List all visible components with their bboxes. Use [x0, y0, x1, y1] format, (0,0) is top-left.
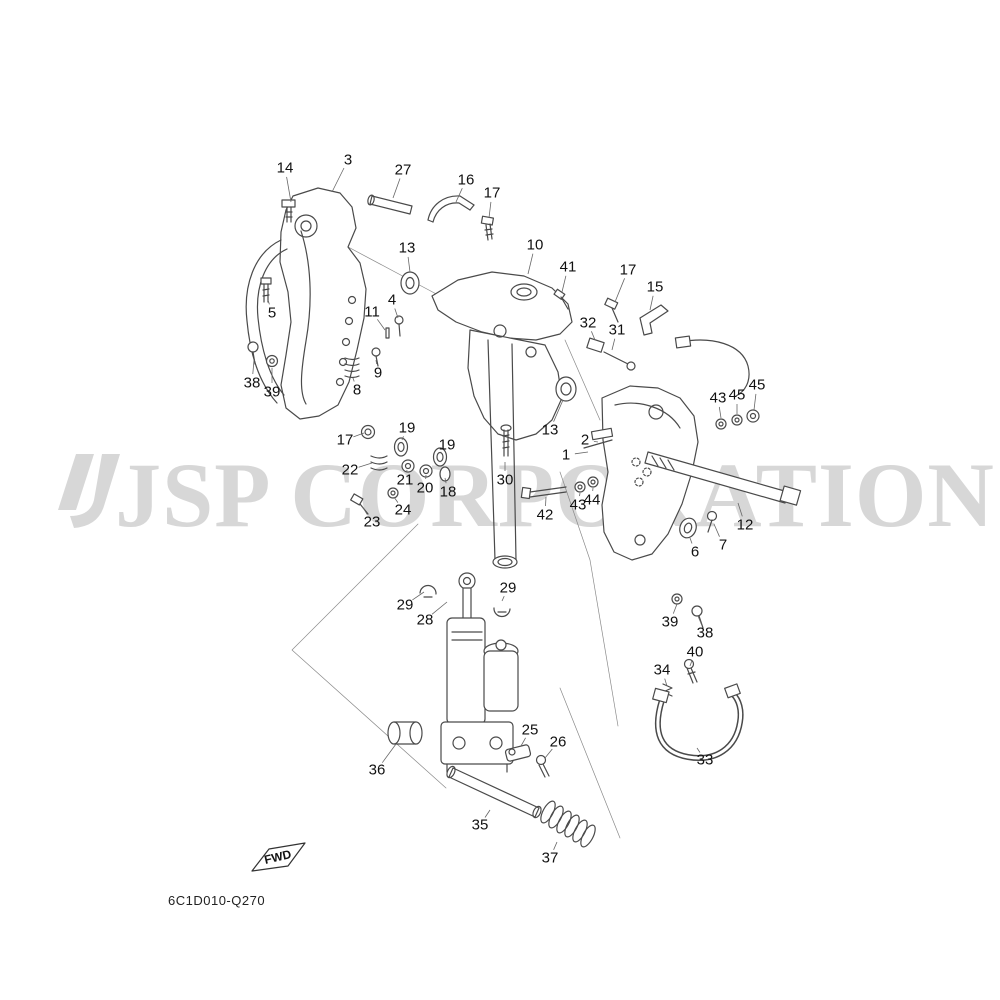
- part-number-label: 15: [646, 278, 664, 296]
- pin-11-art: [385, 327, 390, 339]
- bolt-26-art: [535, 754, 547, 766]
- part-number-label: 26: [549, 733, 567, 751]
- part-number-label: 4: [387, 291, 397, 309]
- part-number-label: 13: [541, 421, 559, 439]
- part-number-label: 5: [267, 304, 277, 322]
- part-number-label: 19: [398, 419, 416, 437]
- part-number-label: 39: [661, 613, 679, 631]
- cable-art: [679, 339, 750, 397]
- part-number-label: 38: [243, 374, 261, 392]
- trim-cylinder-art: [387, 572, 744, 848]
- part-number-label: 25: [521, 721, 539, 739]
- bolt-5-art: [260, 277, 272, 285]
- spring-37-art: [540, 800, 596, 848]
- bushing-13-art: [400, 271, 420, 295]
- part-number-label: 43: [709, 389, 727, 407]
- part-number-label: 29: [499, 579, 517, 597]
- pin-27-art: [369, 195, 413, 215]
- part-number-label: 8: [352, 381, 362, 399]
- clip-29b-art: [493, 607, 511, 618]
- part-number-label: 40: [686, 643, 704, 661]
- part-number-label: 35: [471, 816, 489, 834]
- washer-39-art: [265, 354, 279, 368]
- washer-17c-art: [360, 424, 376, 440]
- top-fasteners-art: [247, 194, 495, 379]
- lever-15-art: [639, 304, 669, 336]
- part-number-label: 33: [696, 751, 714, 769]
- bolt-38b-art: [691, 605, 703, 617]
- part-number-label: 37: [541, 849, 559, 867]
- bolt-4-art: [394, 315, 404, 325]
- rod-35-art: [448, 767, 540, 818]
- part-number-label: 9: [373, 364, 383, 382]
- part-number-label: 29: [396, 596, 414, 614]
- bolt-30-art: [500, 424, 512, 432]
- tool-16-art: [427, 195, 475, 221]
- part-number-label: 28: [416, 611, 434, 629]
- part-number-label: 13: [398, 239, 416, 257]
- part-number-label: 10: [526, 236, 544, 254]
- left-clamp-bracket-art: [245, 187, 367, 420]
- part-number-label: 45: [748, 376, 766, 394]
- part-number-label: 31: [608, 321, 626, 339]
- bushing-36-art: [387, 721, 401, 745]
- part-number-label: 41: [559, 258, 577, 276]
- clip-29-art: [419, 584, 437, 595]
- part-number-label: 45: [728, 386, 746, 404]
- washer-45b-art: [746, 409, 760, 423]
- bushing-13b-art: [555, 376, 577, 402]
- rod-31-art: [603, 351, 629, 365]
- bolt-40-art: [683, 658, 695, 670]
- part-number-label: 39: [263, 383, 281, 401]
- part-number-label: 36: [368, 761, 386, 779]
- part-number-label: 16: [457, 171, 475, 189]
- washer-43-art: [715, 418, 727, 430]
- spring-8-art: [344, 357, 360, 379]
- part-number-label: 32: [579, 314, 597, 332]
- bolt-41-art: [553, 288, 566, 300]
- bolt-17b-art: [604, 297, 619, 310]
- piston-rod-art: [462, 587, 472, 621]
- part-number-label: 27: [394, 161, 412, 179]
- clamp-32-art: [586, 337, 605, 353]
- bolt-9-art: [371, 347, 381, 357]
- watermark-logo-icon: [58, 454, 120, 528]
- part-number-label: 34: [653, 661, 671, 679]
- bolt-14-art: [281, 199, 296, 208]
- part-number-label: 17: [619, 261, 637, 279]
- bolt-17-art: [480, 215, 495, 226]
- washer-39b-art: [671, 593, 683, 605]
- hose-33-art: [654, 691, 744, 761]
- reservoir-art: [440, 721, 514, 765]
- bolt-38-art: [247, 341, 259, 353]
- washer-45-art: [731, 414, 743, 426]
- diagram-code: 6C1D010-Q270: [168, 893, 266, 908]
- part-number-label: 3: [343, 151, 353, 169]
- cylinder-body-art: [446, 617, 486, 725]
- part-number-label: 38: [696, 624, 714, 642]
- motor-body-art: [483, 650, 519, 712]
- fwd-marker: FWD: [251, 842, 306, 872]
- upper-right-parts-art: [586, 297, 750, 397]
- clip-34-art: [662, 683, 673, 697]
- watermark-text: JSP CORPORATION: [115, 444, 995, 546]
- part-number-label: 17: [483, 184, 501, 202]
- part-number-label: 14: [276, 159, 294, 177]
- part-number-label: 11: [364, 303, 380, 321]
- bracket-25-art: [504, 744, 532, 762]
- fwd-arrow-label: FWD: [263, 847, 293, 867]
